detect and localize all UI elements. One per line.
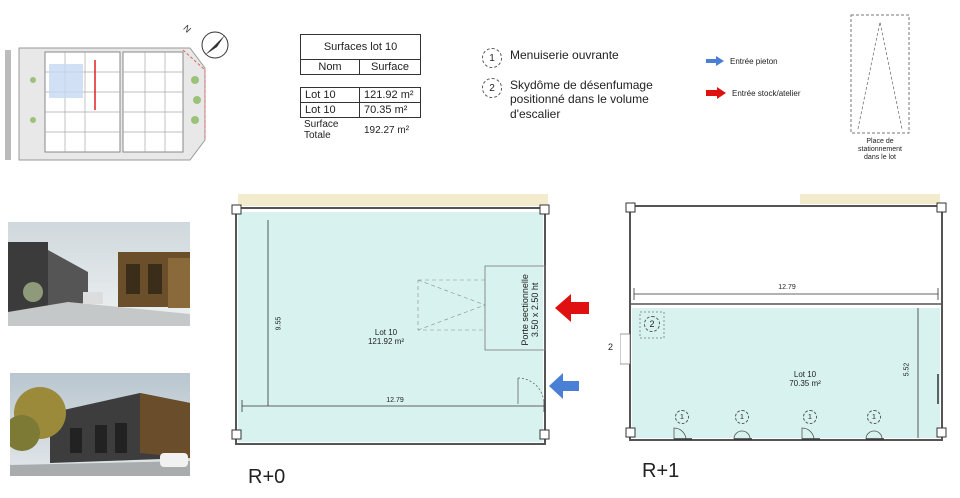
legend-number-1: 1 [482,48,502,68]
surfaces-table: Surfaces lot 10 Nom Surface Lot 10 121.9… [300,34,421,141]
table-row: Lot 10 70.35 m² [300,102,421,118]
legend-entree-stock: Entrée stock/atelier [706,87,800,99]
stock-entrance-arrow-icon [555,294,589,322]
legend-item-1: 1 Menuiserie ouvrante [482,48,619,68]
door-label: Porte sectionnelle 3.50 x 2.50 ht [520,274,540,346]
dim-height-r1: 5.52 [903,362,911,377]
building-photo-1 [8,222,190,326]
skydome-marker: 2 [644,316,660,332]
parking-label: Place de stationnement dans le lot [858,138,902,162]
site-plan: N [5,20,240,165]
window-marker: 1 [864,410,886,440]
window-marker: 1 [800,410,822,440]
table-title: Surfaces lot 10 [300,34,421,60]
lot-label-r1: Lot 10 70.35 m² [789,370,821,388]
north-arrow-icon: N [181,23,229,59]
dim-height-r0: 9.55 [275,316,283,331]
dim-width-r0: 12.79 [386,397,404,404]
floor-plan-r0: 9.55 12.79 Lot 10 121.92 m² Porte sectio… [228,194,590,450]
level-label-r0: R+0 [248,466,286,488]
lot-label-r0: Lot 10 121.92 m² [367,328,405,346]
level-label-r1: R+1 [642,460,680,482]
col-header-surface: Surface [359,59,421,75]
total-value: 192.27 m² [364,125,410,136]
legend-item-2: 2 Skydôme de désenfumage positionné dans… [482,78,653,121]
table-row: Lot 10 121.92 m² [300,87,421,103]
legend-entree-pieton: Entrée pieton [706,56,778,66]
red-arrow-icon [706,87,726,99]
blue-arrow-icon [706,56,724,66]
total-label: Surface Totale [304,119,339,141]
dim-width-r1: 12.79 [778,284,796,291]
col-header-name: Nom [300,59,360,75]
floor-plan-r1: 2 12.79 5.52 Lot 10 70.35 m² 2 1 1 1 1 [608,194,950,446]
svg-text:N: N [181,23,193,35]
legend-number-2: 2 [482,78,502,98]
side-dimension-label: 2 [608,342,614,352]
pedestrian-entrance-arrow-icon [549,373,579,399]
window-marker: 1 [732,410,754,440]
window-marker: 1 [672,410,694,440]
parking-spot [850,14,910,134]
building-photo-2 [10,373,190,476]
